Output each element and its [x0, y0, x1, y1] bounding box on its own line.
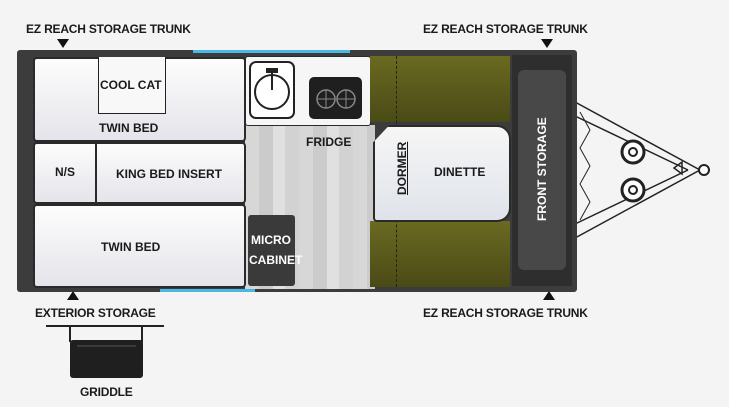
king-bed-insert: [33, 142, 246, 204]
storage-trunk-label-top-right: EZ REACH STORAGE TRUNK: [423, 22, 588, 36]
stove-icon: [309, 77, 362, 119]
ns-label: N/S: [55, 165, 76, 179]
jack-wheel-icon: [620, 139, 646, 165]
fridge-label: FRIDGE: [306, 135, 352, 149]
dinette-label: DINETTE: [434, 165, 486, 179]
dinette-table: [373, 125, 511, 222]
jack-wheel-icon: [620, 177, 646, 203]
arrow-up-icon: [67, 291, 79, 300]
storage-trunk-label-top-left: EZ REACH STORAGE TRUNK: [26, 22, 191, 36]
sink-icon: [249, 61, 295, 119]
twin-bed-bottom: [33, 204, 246, 288]
exterior-storage-label: EXTERIOR STORAGE: [35, 306, 156, 320]
front-storage-panel: [518, 70, 566, 270]
griddle-label: GRIDDLE: [80, 385, 133, 399]
arrow-down-icon: [57, 39, 69, 48]
arrow-down-icon: [541, 39, 553, 48]
storage-trunk-label-bottom-right: EZ REACH STORAGE TRUNK: [423, 306, 588, 320]
divider: [95, 142, 97, 202]
dinette-seat-top: [370, 56, 510, 122]
micro-cabinet: [248, 215, 295, 286]
window-line: [193, 50, 350, 53]
micro-cabinet-label-line2: CABINET: [249, 253, 303, 267]
trailer-hitch: [574, 101, 710, 239]
griddle-icon: [46, 325, 164, 378]
dinette-seat-bottom: [370, 221, 510, 287]
king-bed-insert-label: KING BED INSERT: [116, 167, 223, 181]
cool-cat-label: COOL CAT: [100, 78, 162, 92]
dormer-label: DORMER: [395, 141, 409, 195]
twin-bed-top-label: TWIN BED: [99, 121, 159, 135]
arrow-up-icon: [543, 291, 555, 300]
micro-cabinet-label-line1: MICRO: [251, 233, 291, 247]
window-line: [160, 289, 255, 292]
twin-bed-bottom-label: TWIN BED: [101, 240, 161, 254]
front-storage-label: FRONT STORAGE: [535, 117, 549, 221]
cool-cat-unit: [98, 57, 166, 114]
